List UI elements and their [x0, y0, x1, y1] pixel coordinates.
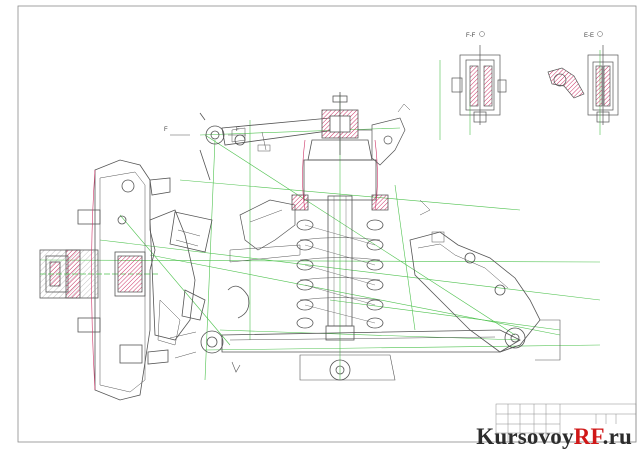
strut-top-bracket [358, 103, 411, 166]
section-ee-detail [547, 31, 619, 125]
section-ee-label: E-E [584, 33, 594, 39]
sheet-border [17, 5, 637, 443]
subframe-bracket [229, 199, 301, 263]
site-watermark: KursovoyRF.ru [476, 424, 632, 450]
watermark-suffix: .ru [602, 424, 632, 449]
body-mount-bracket [409, 199, 561, 361]
watermark-accent: RF [573, 424, 603, 449]
title-block [495, 403, 637, 443]
lower-control-arm [169, 329, 521, 381]
section-arrows [170, 134, 246, 373]
wheel-hub [39, 159, 171, 401]
watermark-prefix: Kursovoy [476, 424, 574, 449]
section-ff-detail [451, 31, 507, 125]
strut-assembly [291, 92, 389, 341]
steering-knuckle [149, 209, 250, 346]
section-ff-label: F-F [466, 33, 476, 39]
construction-lines [39, 50, 601, 381]
upper-control-arm [199, 112, 336, 181]
coil-spring [296, 219, 384, 329]
section-mark-f-right: F [236, 127, 240, 133]
section-mark-f-left: F [164, 127, 168, 133]
